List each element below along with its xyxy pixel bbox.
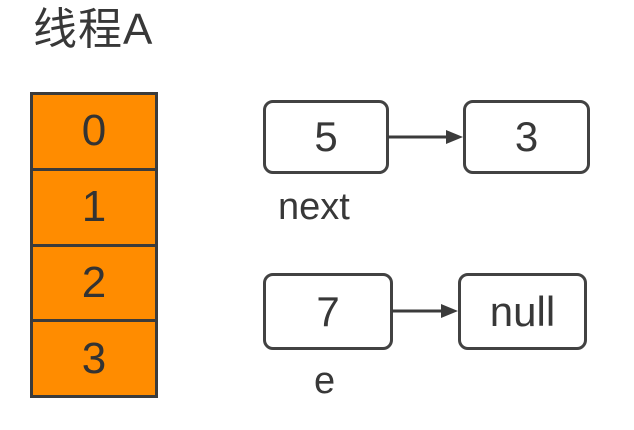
- array-cell-1: 1: [33, 170, 155, 247]
- arrow-right-icon: [392, 304, 458, 318]
- thread-title: 线程A: [33, 5, 154, 54]
- array-cell-2: 2: [33, 246, 155, 323]
- array-cell-0: 0: [33, 95, 155, 171]
- pointer-label-e: e: [314, 360, 336, 402]
- node-value-box-e: 7: [263, 273, 393, 350]
- node-value-box-next: 5: [263, 100, 389, 174]
- array-cell-3: 3: [33, 322, 155, 395]
- node-target-box-next: 3: [463, 100, 590, 174]
- node-target-box-e: null: [458, 273, 587, 350]
- arrow-right-icon: [388, 130, 463, 144]
- pointer-label-next: next: [278, 186, 350, 228]
- array-thread-a: 0 1 2 3: [30, 92, 158, 398]
